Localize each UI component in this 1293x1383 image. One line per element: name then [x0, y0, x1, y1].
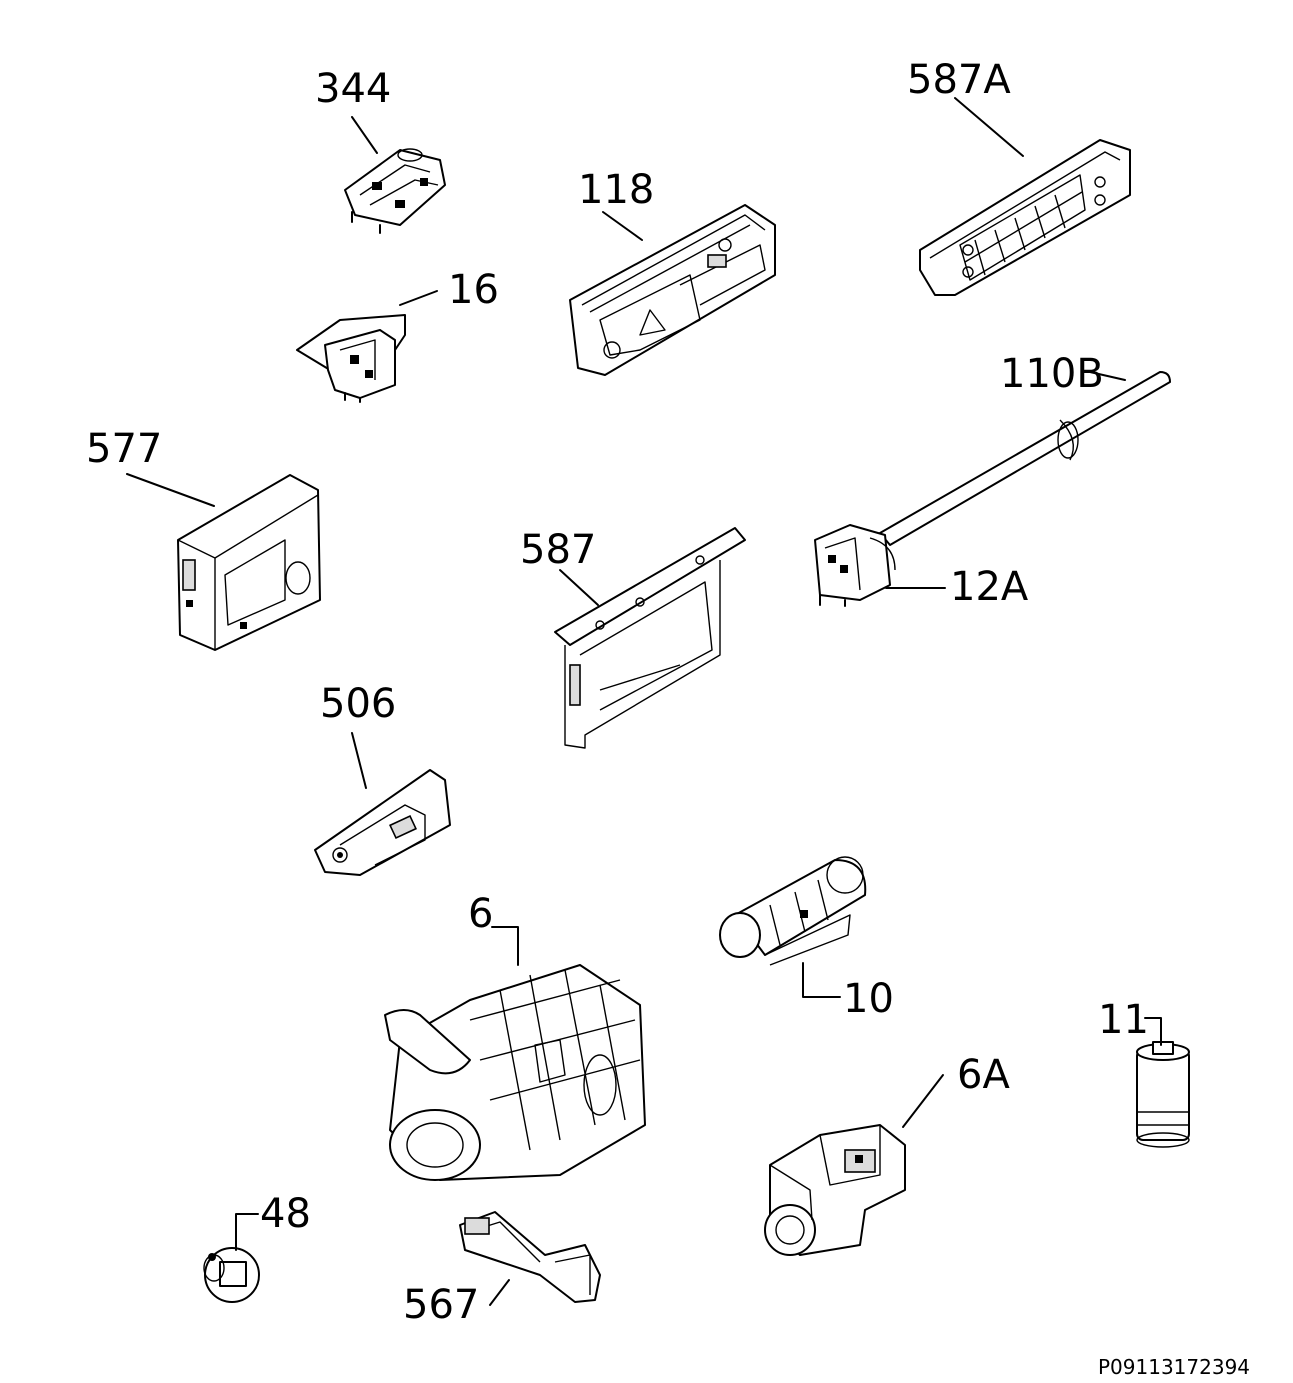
label-344: 344	[315, 66, 391, 112]
leader-110B	[1089, 371, 1126, 381]
part-506-latch	[314, 769, 451, 876]
leader-587A	[954, 97, 1024, 157]
label-587A: 587A	[907, 57, 1011, 103]
part-587A-interface-board	[919, 139, 1131, 296]
label-48: 48	[260, 1191, 311, 1237]
leader-118	[602, 211, 643, 241]
leader-10	[802, 962, 841, 998]
label-567: 567	[403, 1282, 479, 1328]
drawing-code: P09113172394	[1098, 1355, 1250, 1379]
label-6: 6	[468, 891, 493, 937]
part-567-clamp	[459, 1211, 601, 1303]
label-10: 10	[843, 976, 894, 1022]
label-16: 16	[448, 267, 499, 313]
label-577: 577	[86, 426, 162, 472]
leader-587	[559, 569, 599, 606]
leader-16	[399, 290, 438, 306]
part-6A-drain-pump	[764, 1124, 906, 1256]
part-587-bracket	[554, 527, 746, 749]
leader-344	[351, 116, 378, 154]
label-11: 11	[1098, 997, 1149, 1043]
part-10-heater	[719, 856, 867, 966]
part-577-housing	[177, 474, 321, 651]
label-506: 506	[320, 681, 396, 727]
leader-6	[491, 926, 519, 966]
part-12A-connector	[814, 524, 896, 607]
label-12A: 12A	[950, 564, 1029, 610]
leader-6A	[902, 1074, 944, 1128]
leader-48	[235, 1213, 259, 1251]
label-6A: 6A	[957, 1052, 1010, 1098]
part-48-plug	[203, 1247, 260, 1303]
leader-577	[126, 473, 215, 507]
part-11-capacitor	[1136, 1041, 1190, 1148]
label-118: 118	[578, 167, 654, 213]
part-16-door-lock	[296, 314, 406, 403]
part-110B-rod	[879, 371, 1171, 546]
part-118-electronic-module	[569, 204, 776, 376]
leader-506	[351, 732, 367, 789]
leader-567	[489, 1279, 510, 1306]
part-344-switch	[344, 148, 446, 234]
leader-11	[1144, 1017, 1162, 1046]
label-110B: 110B	[1000, 351, 1104, 397]
label-587: 587	[520, 527, 596, 573]
part-6-pump-motor	[384, 964, 646, 1181]
